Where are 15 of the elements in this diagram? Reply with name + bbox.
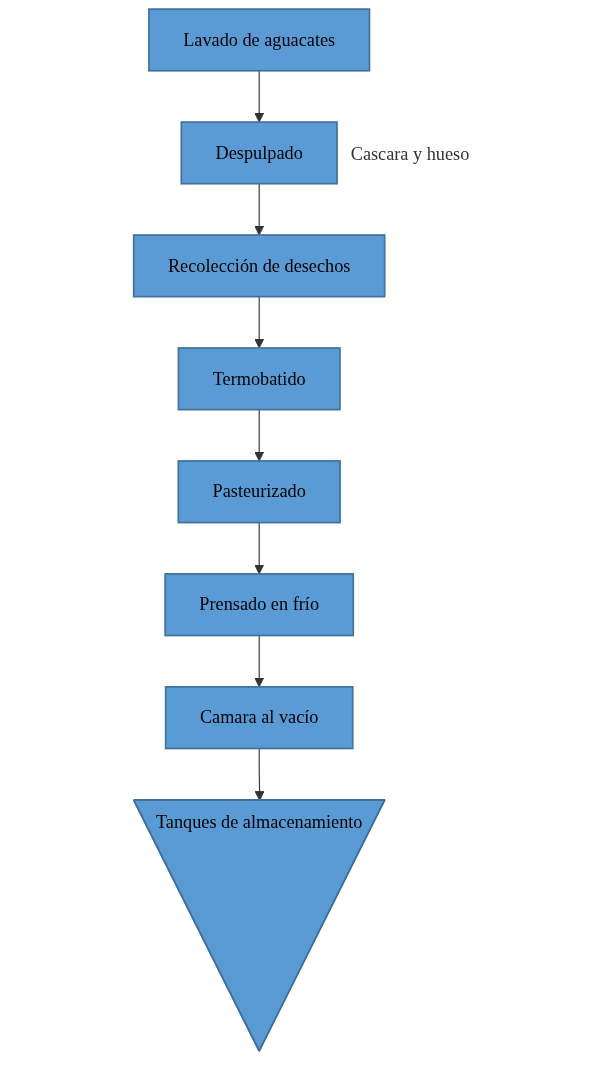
arrow bbox=[254, 296, 265, 349]
arrow bbox=[254, 183, 265, 236]
arrow bbox=[254, 409, 265, 462]
node-box: Termobatido bbox=[177, 347, 341, 411]
node-box: Recolección de desechos bbox=[132, 234, 386, 298]
node-box: Pasteurizado bbox=[177, 460, 341, 524]
node-box: Lavado de aguacates bbox=[148, 8, 371, 72]
arrow bbox=[254, 522, 265, 575]
arrow bbox=[254, 747, 265, 801]
node-box: Despulpado bbox=[180, 121, 338, 185]
arrow bbox=[254, 70, 265, 123]
node-box: Camara al vacío bbox=[164, 686, 354, 750]
side-output-text: Cascara y hueso bbox=[350, 143, 470, 164]
arrow bbox=[254, 634, 265, 688]
node-box: Prensado en frío bbox=[164, 573, 355, 637]
